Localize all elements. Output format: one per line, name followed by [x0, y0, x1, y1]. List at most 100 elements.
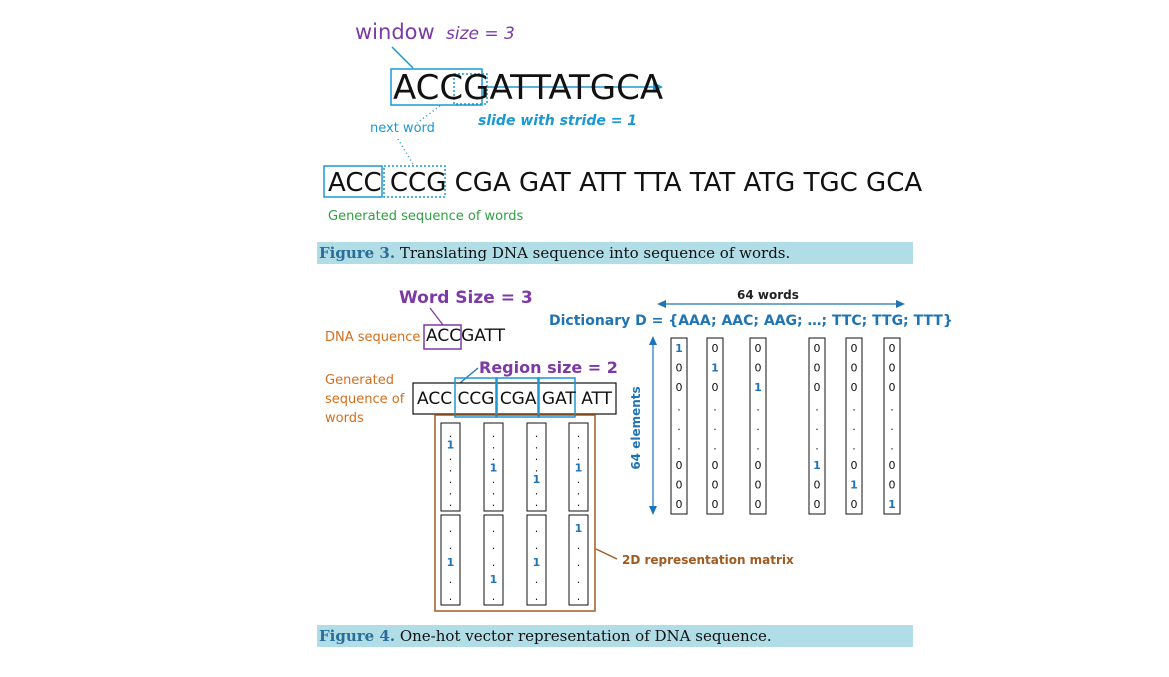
matrix-cell: 1: [447, 439, 455, 452]
matrix-cell: .: [577, 439, 581, 452]
vector-cell: 0: [712, 479, 719, 492]
vector-cell: 1: [813, 459, 821, 472]
region-size-label: Region size = 2: [479, 358, 618, 377]
matrix-cell: .: [577, 473, 581, 486]
one-hot-vector: [883, 337, 901, 515]
matrix-cell: .: [535, 573, 539, 586]
matrix-cell: .: [492, 485, 496, 498]
word-item: ACC: [417, 389, 453, 409]
figure-3-graphics: [323, 46, 663, 198]
generated-line-1: Generated: [325, 373, 394, 388]
matrix-cell: .: [577, 573, 581, 586]
figure-3-number: Figure 3.: [319, 244, 396, 262]
word-item: CCG: [389, 168, 447, 198]
matrix-cell: 1: [575, 522, 583, 535]
vector-cell: 0: [814, 381, 821, 394]
matrix-cell: .: [492, 556, 496, 569]
word-item: TAT: [689, 168, 736, 198]
figure-3-caption: Figure 3. Translating DNA sequence into …: [317, 242, 913, 264]
matrix-cell: .: [449, 450, 453, 463]
matrix-cell: .: [535, 485, 539, 498]
vector-cell: 0: [712, 342, 719, 355]
dictionary-count-label: 64 words: [737, 288, 799, 302]
matrix-cell: .: [449, 522, 453, 535]
dna-sequence: ACCGATTATGCA: [393, 68, 663, 108]
matrix-label: 2D representation matrix: [622, 553, 794, 567]
vector-cell: 0: [889, 459, 896, 472]
matrix-cell: .: [449, 573, 453, 586]
matrix-cell: 1: [447, 556, 455, 569]
vector-cell: .: [890, 401, 894, 414]
vector-cell: .: [852, 440, 856, 453]
matrix-cell: .: [535, 496, 539, 509]
matrix-cell: .: [535, 439, 539, 452]
vector-cell: 1: [754, 381, 762, 394]
window-label: window: [355, 20, 435, 44]
word-size-label: Word Size = 3: [399, 288, 533, 308]
matrix-cell: .: [535, 450, 539, 463]
word-item: CCG: [457, 389, 495, 409]
dna-sequence-value: ACCGATT: [426, 326, 505, 346]
vector-cell: 0: [814, 362, 821, 375]
word-item: TTA: [634, 168, 682, 198]
matrix-cell: .: [535, 590, 539, 603]
one-hot-vector: [670, 337, 688, 515]
figure-3-caption-text: Translating DNA sequence into sequence o…: [395, 244, 791, 262]
vector-cell: 0: [676, 479, 683, 492]
vector-cell: 0: [851, 459, 858, 472]
vector-cell: 0: [755, 459, 762, 472]
vector-cell: 1: [711, 362, 719, 375]
next-word-label: next word: [370, 121, 435, 136]
vector-cell: 0: [814, 479, 821, 492]
vector-cell: .: [756, 401, 760, 414]
window-word: ACC: [393, 68, 464, 108]
vector-cell: 0: [755, 498, 762, 511]
vector-cell: 0: [889, 362, 896, 375]
matrix-cell: .: [449, 539, 453, 552]
dictionary-label: Dictionary D = {AAA; AAC; AAG; …; TTC; T…: [549, 313, 953, 329]
matrix-cell: .: [577, 485, 581, 498]
matrix-cell: 1: [490, 573, 498, 586]
matrix-cell: .: [577, 539, 581, 552]
matrix-cell: .: [535, 539, 539, 552]
vector-cell: .: [677, 420, 681, 433]
vector-cell: 0: [712, 459, 719, 472]
matrix-cell: .: [535, 462, 539, 475]
vector-cell: .: [890, 420, 894, 433]
matrix-cell: .: [492, 590, 496, 603]
vector-cell: 0: [889, 479, 896, 492]
vector-cell: .: [815, 420, 819, 433]
vector-cell: 0: [676, 498, 683, 511]
vector-cell: 0: [676, 381, 683, 394]
word-item: ATG: [743, 168, 796, 198]
vector-cell: 0: [814, 342, 821, 355]
matrix-cell: .: [492, 496, 496, 509]
vector-cell: 0: [889, 381, 896, 394]
vector-cell: 0: [814, 498, 821, 511]
generated-sequence-label: Generated sequence of words: [328, 209, 524, 224]
window-size-label: size = 3: [446, 24, 515, 44]
dna-word: ACC: [426, 326, 462, 346]
matrix-cell: .: [535, 427, 539, 440]
matrix-cell: .: [449, 590, 453, 603]
vector-cell: 0: [755, 479, 762, 492]
generated-words-label: Generated sequence of words: [325, 371, 404, 428]
matrix-column-top: [568, 422, 589, 512]
generated-line-3: words: [325, 411, 364, 426]
vector-cell: .: [713, 440, 717, 453]
matrix-cell: .: [449, 427, 453, 440]
matrix-cell: .: [492, 539, 496, 552]
vector-cell: 1: [888, 498, 896, 511]
generated-line-2: sequence of: [325, 392, 405, 407]
matrix-cell: .: [492, 427, 496, 440]
figure-4-caption-text: One-hot vector representation of DNA seq…: [395, 627, 772, 645]
remaining-sequence: GATTATGCA: [463, 68, 664, 108]
vector-cell: .: [852, 420, 856, 433]
one-hot-vector: [808, 337, 826, 515]
matrix-cell: .: [577, 496, 581, 509]
vector-cell: 0: [676, 459, 683, 472]
vector-cell: .: [713, 401, 717, 414]
matrix-cell: .: [449, 462, 453, 475]
word-item: ACC: [328, 168, 382, 198]
vector-cell: .: [815, 440, 819, 453]
